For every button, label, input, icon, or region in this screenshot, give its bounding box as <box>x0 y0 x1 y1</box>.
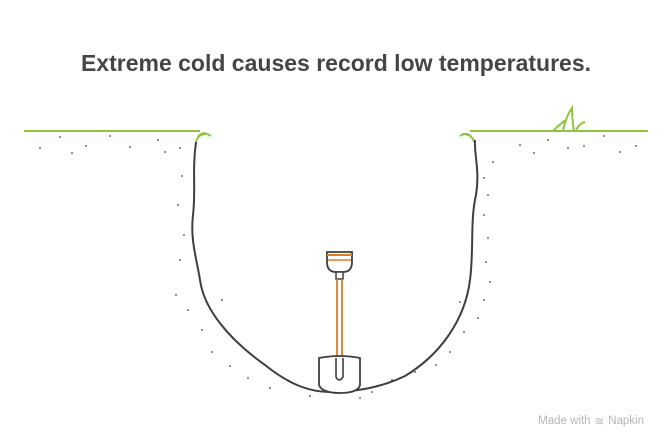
soil-dot <box>603 135 605 137</box>
grass-clump-icon <box>552 104 586 132</box>
soil-dot <box>109 135 111 137</box>
soil-dot <box>164 151 166 153</box>
right-grass-tuft <box>459 132 475 143</box>
soil-dot <box>619 151 621 153</box>
soil-dot <box>221 299 223 301</box>
soil-dot <box>183 234 185 236</box>
soil-dot <box>435 364 437 366</box>
made-with-napkin-credit[interactable]: Made with ≋ Napkin <box>538 414 644 428</box>
soil-dot <box>229 365 231 367</box>
soil-dot <box>179 147 181 149</box>
soil-dot <box>179 259 181 261</box>
soil-dot <box>492 161 494 163</box>
soil-dot <box>157 139 159 141</box>
soil-dot <box>414 371 416 373</box>
soil-dots <box>39 135 637 399</box>
left-grass-tuft <box>195 132 212 143</box>
soil-dot <box>487 194 489 196</box>
soil-dot <box>181 175 183 177</box>
soil-dot <box>519 144 521 146</box>
soil-dot <box>71 152 73 154</box>
soil-dot <box>485 261 487 263</box>
soil-dot <box>533 152 535 154</box>
soil-dot <box>483 177 485 179</box>
credit-brand: Napkin <box>608 415 644 427</box>
soil-dot <box>247 377 249 379</box>
soil-dot <box>39 147 41 149</box>
soil-dot <box>449 351 451 353</box>
napkin-logo-icon: ≋ <box>594 416 605 428</box>
soil-dot <box>583 145 585 147</box>
soil-dot <box>463 331 465 333</box>
shovel-icon <box>318 251 361 394</box>
soil-dot <box>477 317 479 319</box>
page-title: Extreme cold causes record low temperatu… <box>80 50 592 76</box>
soil-dot <box>211 351 213 353</box>
soil-dot <box>85 145 87 147</box>
soil-dot <box>187 309 189 311</box>
soil-dot <box>567 147 569 149</box>
soil-dot <box>201 329 203 331</box>
soil-dot <box>459 301 461 303</box>
soil-dot <box>309 395 311 397</box>
soil-dot <box>269 387 271 389</box>
soil-dot <box>59 136 61 138</box>
soil-dot <box>489 281 491 283</box>
soil-dot <box>635 145 637 147</box>
soil-dot <box>483 214 485 216</box>
soil-dot <box>487 237 489 239</box>
soil-dot <box>547 139 549 141</box>
soil-dot <box>483 299 485 301</box>
soil-dot <box>371 391 373 393</box>
soil-dot <box>175 294 177 296</box>
soil-dot <box>177 204 179 206</box>
soil-dot <box>129 146 131 148</box>
soil-dot <box>359 397 361 399</box>
credit-prefix: Made with <box>538 415 591 427</box>
